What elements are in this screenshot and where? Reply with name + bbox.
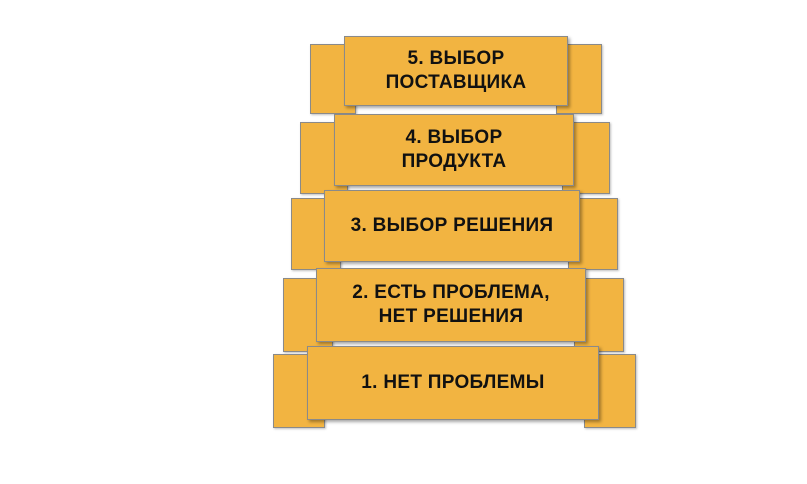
step-3-block: 3. ВЫБОР РЕШЕНИЯ bbox=[324, 190, 580, 262]
step-4-block: 4. ВЫБОР ПРОДУКТА bbox=[334, 114, 574, 186]
step-1-block: 1. НЕТ ПРОБЛЕМЫ bbox=[307, 346, 599, 420]
step-2-block: 2. ЕСТЬ ПРОБЛЕМА, НЕТ РЕШЕНИЯ bbox=[316, 268, 586, 342]
step-5-label: 5. ВЫБОР ПОСТАВЩИКА bbox=[385, 48, 527, 93]
step-5-block: 5. ВЫБОР ПОСТАВЩИКА bbox=[344, 36, 568, 106]
step-1-label: 1. НЕТ ПРОБЛЕМЫ bbox=[361, 372, 545, 393]
step-3-label: 3. ВЫБОР РЕШЕНИЯ bbox=[350, 215, 554, 236]
step-4-label: 4. ВЫБОР ПРОДУКТА bbox=[401, 127, 507, 172]
step-2-label: 2. ЕСТЬ ПРОБЛЕМА, НЕТ РЕШЕНИЯ bbox=[352, 282, 550, 327]
